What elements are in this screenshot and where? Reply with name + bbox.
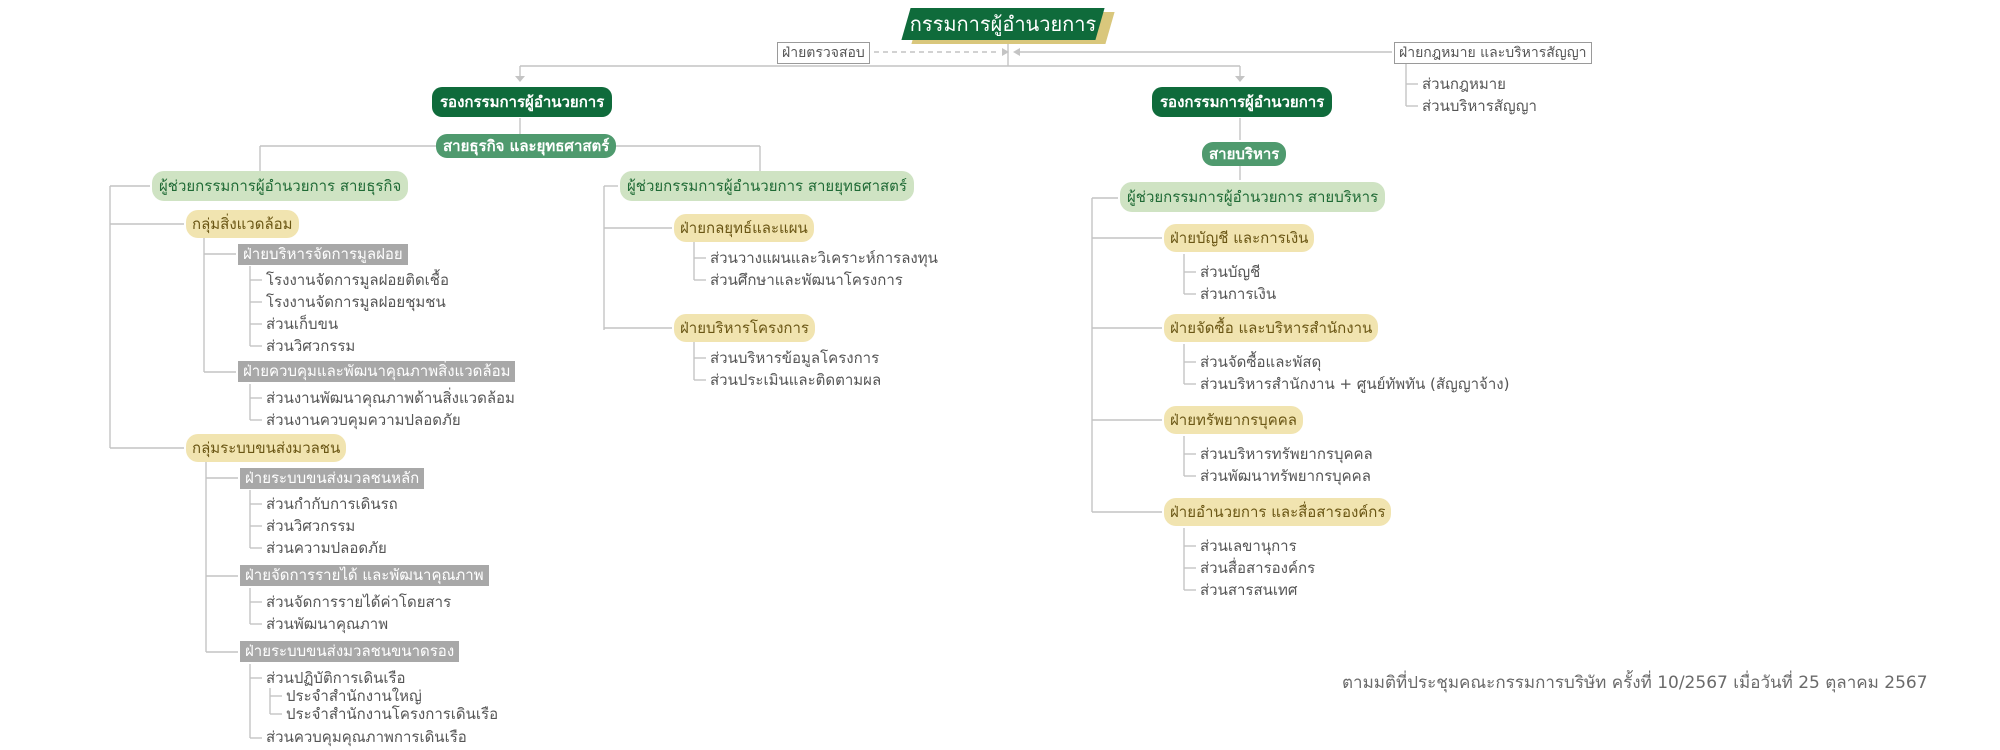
business-asst-node: ผู้ช่วยกรรมการผู้อำนวยการ สายธุรกิจ bbox=[152, 171, 409, 201]
list-item: ส่วนศึกษาและพัฒนาโครงการ bbox=[710, 271, 903, 289]
ceo-node: กรรมการผู้อำนวยการ bbox=[901, 8, 1115, 44]
transit-dept-2: ฝ่ายจัดการรายได้ และพัฒนาคุณภาพ bbox=[240, 565, 489, 586]
strategy-dept-1: ฝ่ายกลยุทธ์และแผน bbox=[674, 214, 814, 242]
list-item: ส่วนปฏิบัติการเดินเรือ bbox=[266, 669, 406, 687]
list-item: ส่วนเลขานุการ bbox=[1200, 537, 1297, 555]
resolution-note: ตามมติที่ประชุมคณะกรรมการบริษัท ครั้งที่… bbox=[1342, 673, 1928, 693]
list-item: ส่วนบัญชี bbox=[1200, 263, 1261, 281]
env-dept-2: ฝ่ายควบคุมและพัฒนาคุณภาพสิ่งแวดล้อม bbox=[238, 361, 516, 382]
transit-dept-1: ฝ่ายระบบขนส่งมวลชนหลัก bbox=[240, 468, 425, 489]
list-item: ส่วนความปลอดภัย bbox=[266, 539, 387, 557]
list-item: ส่วนสารสนเทศ bbox=[1200, 581, 1298, 599]
list-item: ส่วนงานควบคุมความปลอดภัย bbox=[266, 411, 461, 429]
legal-dept-box: ฝ่ายกฎหมาย และบริหารสัญญา bbox=[1394, 42, 1592, 64]
admin-dept-1: ฝ่ายบัญชี และการเงิน bbox=[1164, 224, 1315, 252]
list-item: ส่วนพัฒนาทรัพยากรบุคคล bbox=[1200, 467, 1371, 485]
admin-dept-3: ฝ่ายทรัพยากรบุคคล bbox=[1164, 406, 1303, 434]
list-item: ส่วนจัดซื้อและพัสดุ bbox=[1200, 353, 1322, 371]
list-item: ส่วนเก็บขน bbox=[266, 315, 339, 333]
list-item: ส่วนวิศวกรรม bbox=[266, 517, 356, 535]
left-line-node: สายธุรกิจ และยุทธศาสตร์ bbox=[436, 134, 617, 158]
list-item: ส่วนวิศวกรรม bbox=[266, 337, 356, 355]
list-item: ส่วนการเงิน bbox=[1200, 285, 1277, 303]
env-dept-1: ฝ่ายบริหารจัดการมูลฝอย bbox=[238, 244, 408, 265]
list-item: ส่วนบริหารทรัพยากรบุคคล bbox=[1200, 445, 1373, 463]
list-item: ส่วนบริหารสำนักงาน + ศูนย์ทัพทัน (สัญญาจ… bbox=[1200, 375, 1510, 393]
list-item: ส่วนสื่อสารองค์กร bbox=[1200, 559, 1316, 577]
list-item: ส่วนงานพัฒนาคุณภาพด้านสิ่งแวดล้อม bbox=[266, 389, 515, 407]
list-item: ส่วนประเมินและติดตามผล bbox=[710, 371, 882, 389]
list-item: โรงงานจัดการมูลฝอยติดเชื้อ bbox=[266, 271, 449, 289]
admin-dept-2: ฝ่ายจัดซื้อ และบริหารสำนักงาน bbox=[1164, 314, 1379, 342]
legal-item: ส่วนบริหารสัญญา bbox=[1422, 97, 1537, 115]
legal-item: ส่วนกฎหมาย bbox=[1422, 75, 1506, 93]
list-item: ส่วนควบคุมคุณภาพการเดินเรือ bbox=[266, 728, 467, 746]
ceo-title: กรรมการผู้อำนวยการ bbox=[909, 12, 1097, 36]
list-item: ประจำสำนักงานใหญ่ bbox=[286, 687, 422, 705]
right-line-node: สายบริหาร bbox=[1202, 142, 1287, 166]
list-item: ส่วนจัดการรายได้ค่าโดยสาร bbox=[266, 593, 452, 611]
list-item: โรงงานจัดการมูลฝอยชุมชน bbox=[266, 293, 446, 311]
transit-group-node: กลุ่มระบบขนส่งมวลชน bbox=[186, 434, 347, 462]
admin-asst-node: ผู้ช่วยกรรมการผู้อำนวยการ สายบริหาร bbox=[1120, 182, 1386, 212]
transit-dept-3: ฝ่ายระบบขนส่งมวลชนขนาดรอง bbox=[240, 641, 460, 662]
list-item: ส่วนบริหารข้อมูลโครงการ bbox=[710, 349, 880, 367]
strategy-dept-2: ฝ่ายบริหารโครงการ bbox=[674, 314, 815, 342]
env-group-node: กลุ่มสิ่งแวดล้อม bbox=[186, 210, 299, 238]
list-item: ประจำสำนักงานโครงการเดินเรือ bbox=[286, 705, 499, 723]
strategy-asst-node: ผู้ช่วยกรรมการผู้อำนวยการ สายยุทธศาสตร์ bbox=[620, 171, 914, 201]
admin-dept-4: ฝ่ายอำนวยการ และสื่อสารองค์กร bbox=[1164, 498, 1392, 526]
left-vp-node: รองกรรมการผู้อำนวยการ bbox=[432, 87, 613, 117]
right-vp-node: รองกรรมการผู้อำนวยการ bbox=[1152, 87, 1333, 117]
list-item: ส่วนพัฒนาคุณภาพ bbox=[266, 615, 389, 633]
list-item: ส่วนกำกับการเดินรถ bbox=[266, 495, 398, 513]
audit-dept-box: ฝ่ายตรวจสอบ bbox=[777, 42, 870, 64]
list-item: ส่วนวางแผนและวิเคราะห์การลงทุน bbox=[710, 249, 938, 267]
